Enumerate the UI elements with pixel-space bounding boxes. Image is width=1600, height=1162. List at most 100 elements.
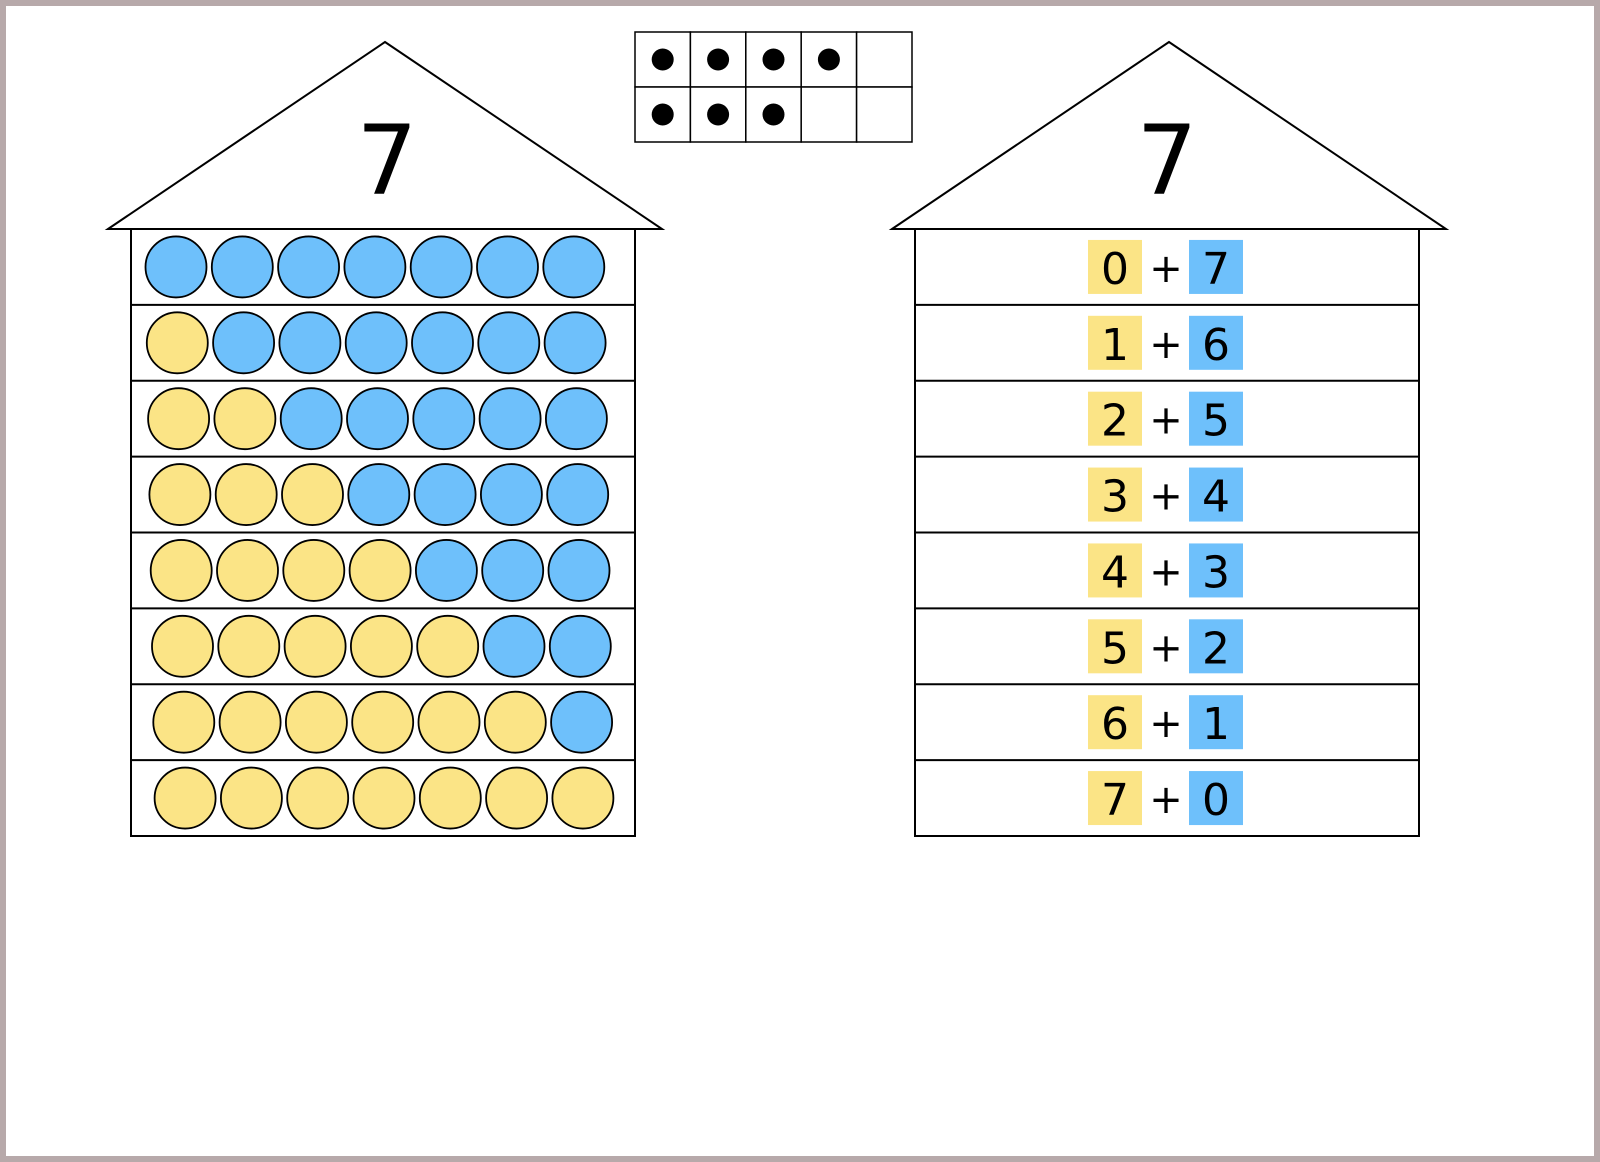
blue-counter: [476, 235, 539, 299]
equation-row: 2+5: [1088, 391, 1243, 447]
yellow-counter: [351, 690, 415, 754]
plus-sign: +: [1149, 398, 1183, 444]
plus-sign: +: [1149, 777, 1183, 823]
yellow-addend-box: [1088, 771, 1142, 826]
yellow-counter: [284, 690, 348, 754]
ten-frame-cell: [855, 31, 913, 88]
blue-counter: [482, 614, 546, 678]
yellow-counter: [282, 539, 346, 602]
plus-sign: +: [1149, 246, 1183, 292]
blue-counter: [413, 463, 477, 526]
yellow-counter: [216, 539, 279, 602]
equation-row: 4 +3: [1088, 543, 1243, 598]
equation-row: 7+0: [1088, 771, 1243, 826]
yellow-addend-box: [1088, 391, 1142, 446]
yellow-counter: [151, 614, 214, 678]
plus-sign: +: [1149, 701, 1183, 747]
blue-addend-box: [1189, 543, 1243, 598]
yellow-counter: [217, 614, 281, 678]
blue-counter: [545, 387, 608, 451]
blue-counter: [409, 235, 473, 299]
yellow-counter: [152, 690, 216, 754]
blue-counter: [414, 539, 478, 602]
blue-counter: [478, 387, 542, 451]
equation-row: 1 +6: [1088, 315, 1243, 371]
blue-counter: [546, 463, 610, 526]
ten-frame-dot: [707, 48, 730, 71]
yellow-counter: [153, 766, 217, 830]
blue-addend: 3: [1202, 547, 1230, 598]
yellow-counter: [416, 614, 480, 678]
blue-counter: [550, 690, 613, 754]
yellow-counter: [213, 387, 277, 451]
yellow-addend: 1: [1101, 320, 1129, 371]
plus-sign: +: [1149, 474, 1183, 520]
yellow-addend: 5: [1101, 623, 1129, 674]
yellow-addend-box: [1088, 467, 1142, 522]
yellow-addend: 6: [1101, 699, 1129, 750]
yellow-counter: [149, 539, 213, 602]
blue-addend-box: [1189, 467, 1243, 522]
blue-counter: [278, 311, 342, 375]
equation-row: 3+4: [1088, 467, 1243, 523]
yellow-addend: 7: [1101, 775, 1129, 826]
blue-counter: [212, 311, 276, 375]
ten-frame-dot: [707, 103, 730, 126]
yellow-counter: [417, 690, 481, 754]
blue-counter: [279, 387, 343, 451]
blue-counter: [547, 539, 611, 602]
blue-counter: [479, 463, 543, 526]
yellow-counter: [147, 387, 211, 451]
blue-counter: [347, 463, 411, 526]
equation-row: 6+1: [1088, 695, 1243, 750]
blue-counter: [277, 235, 341, 299]
blue-counter: [343, 235, 407, 299]
blue-counter: [411, 311, 474, 375]
ten-frame-dot: [817, 48, 840, 71]
blue-addend-box: [1189, 695, 1243, 750]
blue-addend-box: [1189, 391, 1243, 446]
plus-sign: +: [1149, 549, 1183, 595]
blue-counter: [481, 539, 545, 602]
yellow-addend: 4: [1101, 547, 1129, 598]
yellow-counter: [418, 766, 482, 830]
ten-frame-cell: [800, 86, 858, 143]
blue-counter: [477, 311, 541, 375]
equation-row: 0+7: [1088, 239, 1243, 295]
ten-frame-dot: [762, 48, 785, 71]
blue-counter: [210, 235, 274, 299]
yellow-counter: [219, 766, 283, 830]
blue-addend: 6: [1202, 320, 1230, 371]
yellow-addend-box: [1088, 619, 1142, 674]
blue-addend: 4: [1202, 472, 1230, 523]
yellow-counter: [218, 690, 282, 754]
plus-sign: +: [1149, 625, 1183, 671]
yellow-counter: [352, 766, 416, 830]
blue-counter: [346, 387, 409, 451]
blue-counter: [543, 311, 607, 375]
blue-counter: [542, 235, 606, 299]
yellow-addend-box: [1088, 239, 1142, 294]
counter-house-roof-number: 7: [356, 105, 417, 217]
yellow-counter: [551, 766, 615, 830]
ten-frame: [634, 31, 913, 143]
blue-addend-box: [1189, 619, 1243, 674]
blue-addend: 2: [1202, 623, 1230, 674]
blue-counter: [548, 614, 612, 678]
yellow-addend-box: [1088, 695, 1142, 750]
blue-addend-box: [1189, 315, 1243, 370]
ten-frame-dot: [651, 48, 674, 71]
blue-addend-box: [1189, 771, 1243, 826]
yellow-addend-box: [1088, 543, 1142, 598]
equation-row: 5 +2: [1088, 619, 1243, 674]
equation-rows: 0+71+62+53+44+35+26+17+0: [915, 239, 1419, 826]
plus-sign: +: [1149, 322, 1183, 368]
blue-counter: [344, 311, 408, 375]
yellow-counter: [145, 311, 209, 375]
yellow-counter: [283, 614, 347, 678]
equation-house: 7 0+71+62+53+44+35+26+17+0: [888, 40, 1450, 837]
yellow-counter: [349, 614, 413, 678]
ten-frame-dot: [762, 103, 785, 126]
yellow-counter: [148, 463, 212, 526]
yellow-counter: [348, 539, 412, 602]
